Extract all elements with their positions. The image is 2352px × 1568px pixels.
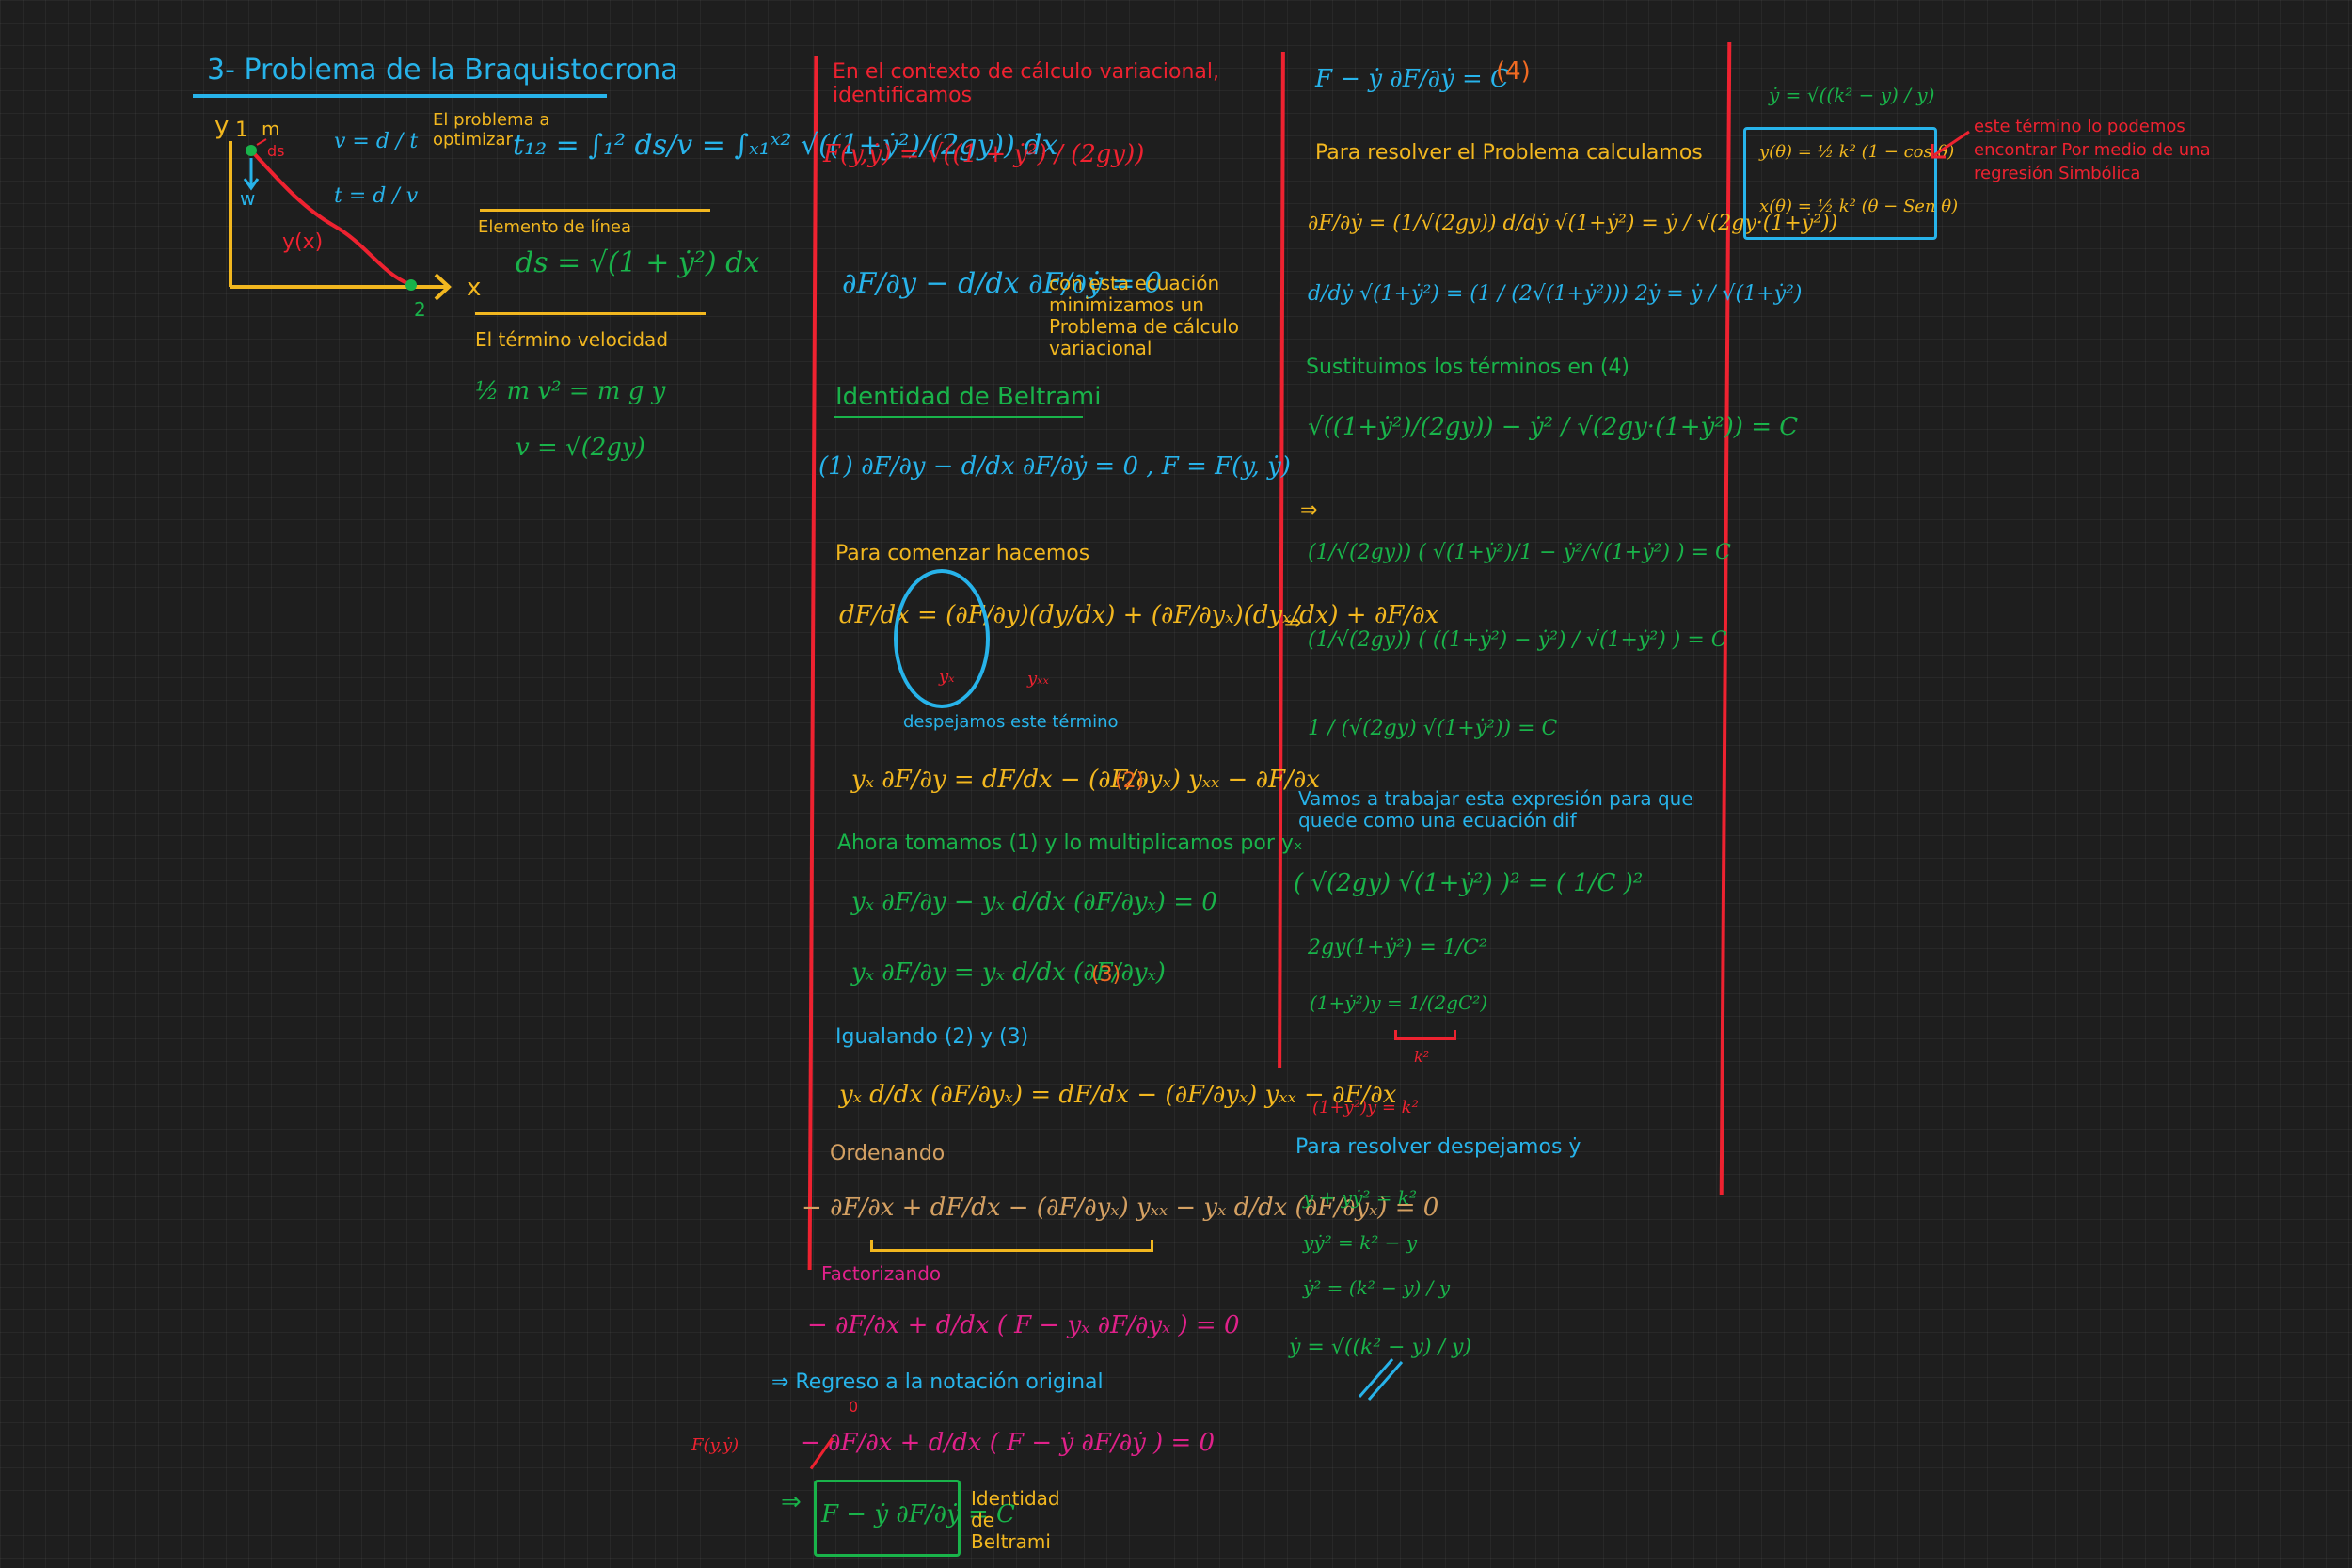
factored-eq: − ∂F/∂x + d/dx ( F − yₓ ∂F/∂yₓ ) = 0 (807, 1311, 1240, 1339)
return-notation-label: ⇒ Regreso a la notación original (771, 1370, 1104, 1394)
euler-lagrange-note: con esta ecuación minimizamos un Problem… (1049, 272, 1240, 359)
result-check-mark (1358, 1358, 1404, 1401)
solve-step-4: ẏ = √((k² − y) / y) (1289, 1336, 1472, 1359)
functional-definition: F(y,ẏ) = √((1 + ẏ²) / (2gy)) (823, 140, 1145, 168)
note-arrow (1931, 130, 1970, 159)
start-label: Para comenzar hacemos (835, 542, 1090, 565)
time-integral: t₁₂ = ∫₁² ds/v = ∫ₓ₁ˣ² √((1+ẏ²)/(2gy)) d… (513, 129, 1058, 162)
solve-step-1: y + yẏ² = k² (1303, 1186, 1417, 1209)
equation-3-tag: (3) (1091, 963, 1121, 987)
column-divider-2 (1278, 51, 1285, 1069)
implies-2: ⇒ (1284, 611, 1302, 635)
zero-annotation: 0 (849, 1398, 859, 1416)
beltrami-heading-underline (834, 416, 1083, 418)
ordered-underbrace (870, 1240, 1153, 1252)
simplify-step-1: (1/√(2gy)) ( √(1+ẏ²)/1 − ẏ²/√(1+ẏ²) ) = … (1308, 541, 1731, 564)
implies-1: ⇒ (1300, 499, 1318, 522)
squared-eq: ( √(2gy) √(1+ẏ²) )² = ( 1/C )² (1294, 869, 1644, 897)
energy-equation: ½ m v² = m g y (475, 377, 666, 405)
page-title: 3- Problema de la Braquistocrona (207, 54, 678, 87)
point-1-label: 1 (235, 119, 248, 142)
isolate-term-label: despejamos este término (903, 712, 1119, 732)
beltrami-caption: Identidad de Beltrami (971, 1487, 1060, 1553)
simplify-step-2: (1/√(2gy)) ( ((1+ẏ²) − ẏ²) / √(1+ẏ²) ) =… (1308, 628, 1727, 652)
equated-eq: yₓ d/dx (∂F/∂yₓ) = dF/dx − (∂F/∂yₓ) yₓₓ … (839, 1081, 1397, 1109)
equate-label: Igualando (2) y (3) (835, 1025, 1029, 1049)
k2-label: k² (1414, 1048, 1430, 1066)
line-element-label: Elemento de línea (478, 217, 631, 237)
squared-eq-2: 2gy(1+ẏ²) = 1/C² (1308, 936, 1487, 959)
weight-label: w (240, 187, 256, 210)
axis-y-label: y (215, 112, 230, 140)
equation-3: yₓ ∂F/∂y = yₓ d/dx (∂F/∂yₓ) (851, 958, 1166, 987)
variational-intro: En el contexto de cálculo variacional, i… (833, 60, 1219, 108)
solve-step-3: ẏ² = (k² − y) / y (1303, 1276, 1451, 1299)
functional-side-label: F(y,ẏ) (691, 1435, 739, 1455)
beltrami-result-box (814, 1480, 961, 1557)
squared-eq-4: (1+ẏ²)y = k² (1312, 1098, 1419, 1117)
ordered-eq: − ∂F/∂x + dF/dx − (∂F/∂yₓ) yₓₓ − yₓ d/dx… (802, 1194, 1439, 1222)
multiplied-eq: yₓ ∂F/∂y − yₓ d/dx (∂F/∂yₓ) = 0 (851, 888, 1217, 916)
multiply-label: Ahora tomamos (1) y lo multiplicamos por… (837, 832, 1303, 855)
equation-4: F − ẏ ∂F/∂ẏ = C (1315, 65, 1509, 93)
equation-1: (1) ∂F/∂y − d/dx ∂F/∂ẏ = 0 , F = F(y, ẏ) (818, 452, 1291, 481)
derivative-eq: d/dẏ √(1+ẏ²) = (1 / (2√(1+ẏ²))) 2ẏ = ẏ /… (1308, 282, 1803, 306)
ds-label: ds (267, 142, 285, 160)
equation-4-tag: (4) (1496, 57, 1531, 86)
parametric-solution-box (1743, 127, 1937, 240)
k2-bracket (1394, 1030, 1456, 1040)
factor-label: Factorizando (821, 1262, 942, 1285)
time-definition: t = d / v (334, 184, 419, 208)
solve-step-2: yẏ² = k² − y (1303, 1231, 1417, 1254)
squared-eq-3: (1+ẏ²)y = 1/(2gC²) (1310, 991, 1488, 1014)
original-notation-eq: − ∂F/∂x + d/dx ( F − ẏ ∂F/∂ẏ ) = 0 (800, 1429, 1216, 1457)
velocity-result: v = √(2gy) (516, 434, 645, 462)
isolate-ydot-label: Para resolver despejamos ẏ (1295, 1135, 1581, 1159)
mass-label: m (262, 118, 280, 140)
x-theta-eq: x(θ) = ½ k² (θ − Sen θ) (1759, 197, 1959, 216)
column-divider-1 (807, 55, 818, 1271)
velocity-definition: v = d / t (334, 130, 419, 153)
integral-underline (480, 209, 710, 212)
ydot-expression: ẏ = √((k² − y) / y) (1769, 84, 1935, 106)
simplify-step-3: 1 / (√(2gy) √(1+ẏ²)) = C (1308, 717, 1558, 740)
work-expression-label: Vamos a trabajar esta expresión para que… (1298, 787, 1693, 832)
velocity-term-label: El término velocidad (475, 328, 669, 351)
line-element-eq: ds = √(1 + ẏ²) dx (516, 246, 760, 279)
order-label: Ordenando (830, 1142, 946, 1165)
line-element-underline (475, 312, 706, 315)
implies-arrow: ⇒ (781, 1488, 802, 1516)
y-theta-eq: y(θ) = ½ k² (1 − cos θ) (1759, 142, 1955, 162)
beltrami-heading: Identidad de Beltrami (835, 383, 1102, 411)
euler-lagrange-eq: ∂F/∂y − d/dx ∂F/∂ẏ = 0 (842, 267, 1163, 300)
beltrami-result: F − ẏ ∂F/∂ẏ = C (821, 1500, 1015, 1528)
brachistochrone-diagram (229, 138, 452, 301)
point-2-label: 2 (414, 298, 426, 321)
highlight-circle (894, 569, 990, 708)
partial-derivative-eq: ∂F/∂ẏ = (1/√(2gy)) d/dẏ √(1+ẏ²) = ẏ / √(… (1308, 212, 1838, 235)
symbolic-regression-note: este término lo podemos encontrar Por me… (1974, 117, 2211, 184)
yxx-annotation: yₓₓ (1027, 669, 1049, 689)
title-underline (193, 94, 607, 98)
axis-x-label: x (467, 274, 482, 302)
equation-2-tag: (2) (1115, 769, 1145, 793)
yx-annotation: yₓ (939, 667, 955, 687)
substitute-label: Sustituimos los términos en (4) (1306, 356, 1630, 379)
problem-label: El problema a optimizar (433, 110, 550, 150)
equation-2: yₓ ∂F/∂y = dF/dx − (∂F/∂yₓ) yₓₓ − ∂F/∂x (851, 766, 1320, 794)
curve-label: y(x) (282, 230, 324, 254)
solve-label: Para resolver el Problema calculamos (1315, 141, 1703, 165)
substituted-eq: √((1+ẏ²)/(2gy)) − ẏ² / √(2gy·(1+ẏ²)) = C (1308, 413, 1799, 441)
